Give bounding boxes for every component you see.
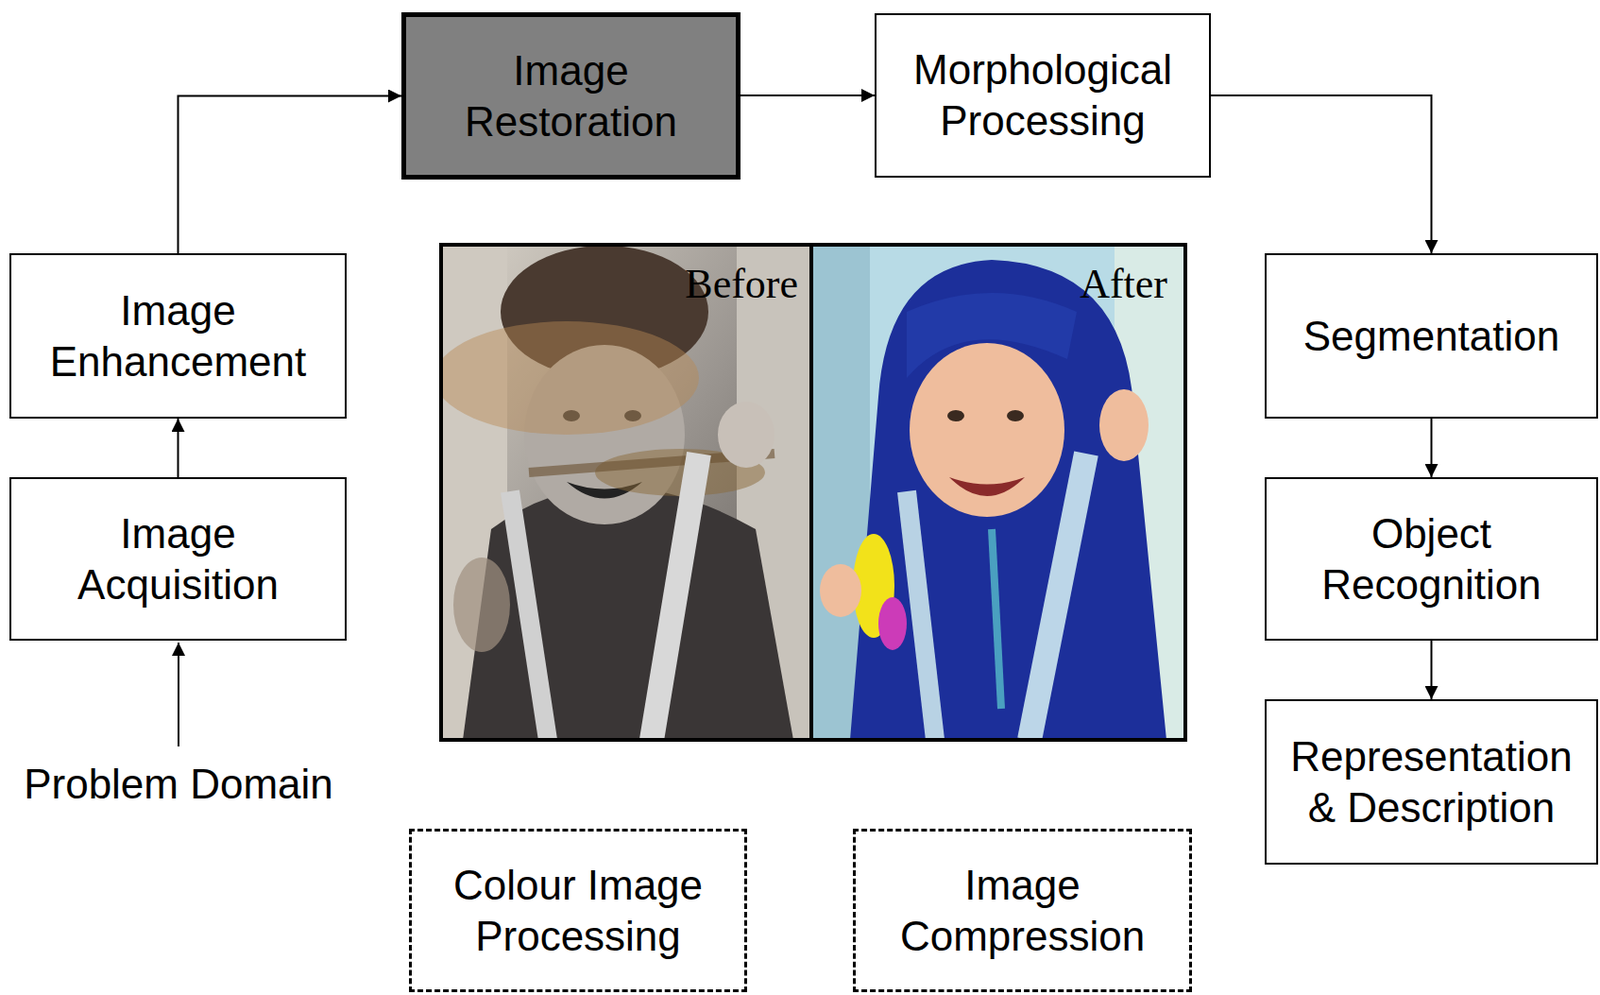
photo-label: Before (684, 259, 799, 308)
stage-label: Image Restoration (412, 45, 730, 147)
flow-arrow (1430, 418, 1433, 477)
stage-box: Image Enhancement (9, 253, 347, 419)
flow-arrow (177, 418, 180, 477)
stage-label: Object Recognition (1276, 508, 1587, 610)
photo-frame (441, 244, 1186, 740)
domain-arrow (177, 642, 180, 747)
stage-box: Object Recognition (1264, 476, 1599, 641)
stage-box: Morphological Processing (874, 13, 1211, 178)
stage-box: Image Acquisition (9, 476, 347, 641)
flow-arrow (178, 96, 403, 255)
stage-box: Segmentation (1264, 253, 1599, 419)
stage-label: Image Compression (864, 859, 1181, 961)
stage-label: Segmentation (1303, 310, 1561, 362)
stage-label: Image Acquisition (20, 508, 336, 610)
before-photo (441, 244, 812, 740)
photo-divider (809, 244, 814, 740)
photo-label: After (1079, 259, 1168, 308)
flow-arrow (1210, 95, 1432, 254)
stage-box: Representation & Description (1264, 698, 1599, 865)
after-photo (813, 244, 1186, 740)
domain-label: Problem Domain (23, 760, 334, 808)
optional-stage-box: Image Compression (852, 828, 1192, 992)
flow-arrow (1430, 640, 1433, 699)
stage-label: Image Enhancement (20, 285, 336, 387)
stage-label: Morphological Processing (885, 44, 1200, 146)
optional-stage-box: Colour Image Processing (408, 828, 748, 992)
stage-label: Colour Image Processing (420, 859, 736, 961)
highlighted-stage-box: Image Restoration (401, 12, 741, 180)
flow-arrow (740, 94, 875, 97)
stage-label: Representation & Description (1276, 731, 1587, 833)
